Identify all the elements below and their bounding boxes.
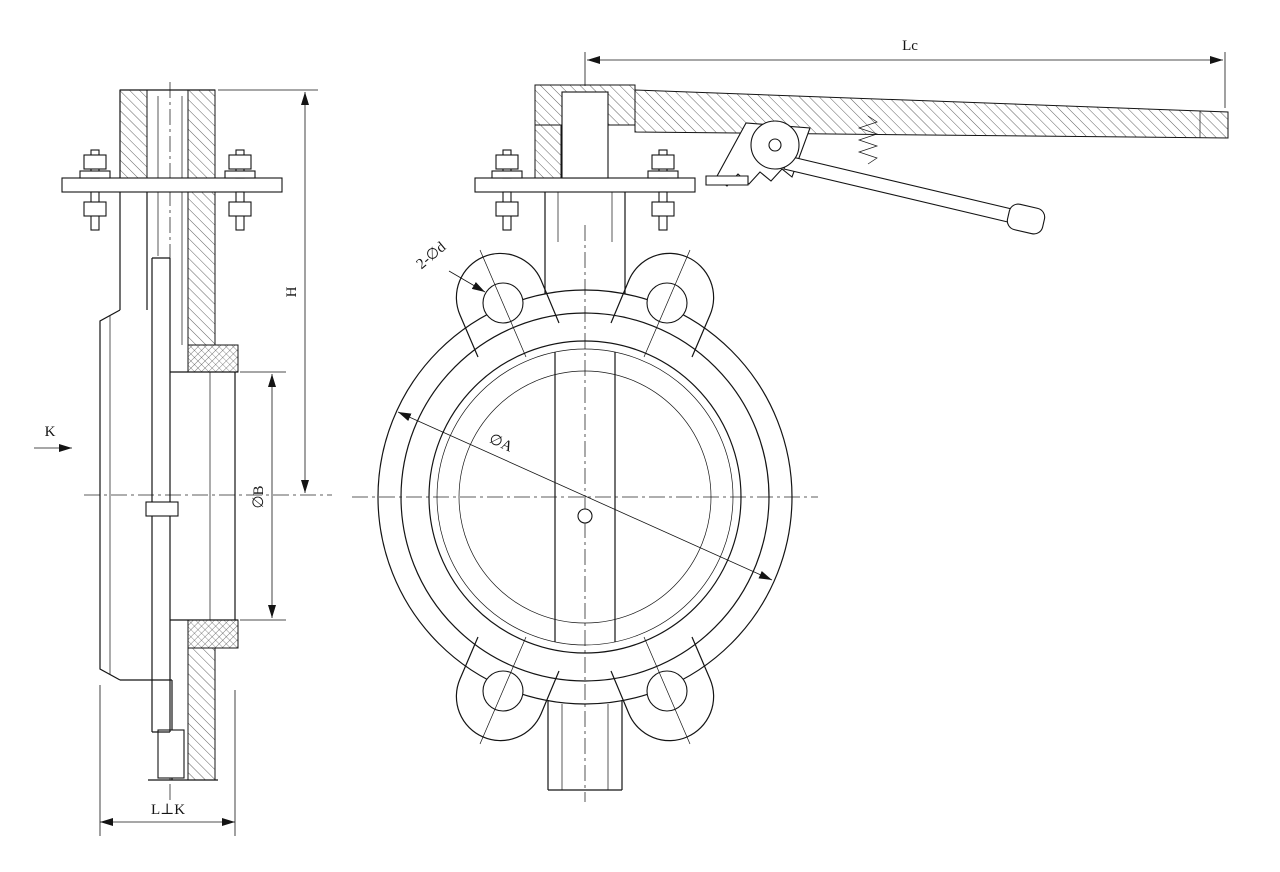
latch-bar (705, 175, 749, 186)
lug-top-left (455, 249, 560, 358)
stem-center-hole (577, 508, 593, 524)
label-face-width: L⊥K (151, 802, 185, 818)
label-lever-length-lc: Lc (902, 38, 918, 54)
seat-upper (187, 344, 239, 373)
trigger-grip (1006, 203, 1046, 235)
label-bolt-holes: 2-∅d (414, 239, 450, 273)
side-mounting-plate (61, 177, 283, 193)
side-view-dimensions: H ∅B L⊥K K (34, 89, 318, 836)
side-body-outline (99, 89, 238, 781)
side-top-left-wall (119, 89, 148, 179)
label-view-k: K (45, 424, 56, 440)
front-bottom-neck (547, 700, 623, 791)
lever-pivot-pin (768, 138, 782, 152)
stem-bottom-stub (157, 729, 185, 779)
lug-top-right (610, 249, 715, 358)
trigger-rod (783, 155, 1017, 224)
side-bottom-wall (187, 647, 216, 781)
lever-bar (634, 89, 1229, 139)
bolt-hole-leader (448, 270, 486, 293)
label-height-h: H (284, 286, 300, 297)
handle-assembly (534, 84, 1229, 235)
label-bore-phi-a: ∅A (486, 431, 514, 455)
side-top-right-wall (187, 89, 216, 346)
disc-hub (145, 501, 179, 517)
lug-bottom-left (455, 636, 560, 745)
side-bolt-right (224, 149, 256, 231)
seat-lower (187, 619, 239, 649)
front-bolt-left (491, 149, 523, 231)
stem-top (561, 91, 609, 179)
latch-spring (857, 115, 879, 165)
front-bolt-right (647, 149, 679, 231)
front-mounting-plate (474, 177, 696, 193)
front-top-neck (544, 192, 626, 294)
side-view (61, 89, 283, 781)
lever-bracket (534, 124, 562, 179)
label-bore-phi-b: ∅B (251, 485, 267, 508)
valve-disc-section (145, 257, 179, 733)
dimension-line-phi-a (397, 411, 773, 581)
side-bolt-left (79, 149, 111, 231)
lug-bottom-right (610, 636, 715, 745)
